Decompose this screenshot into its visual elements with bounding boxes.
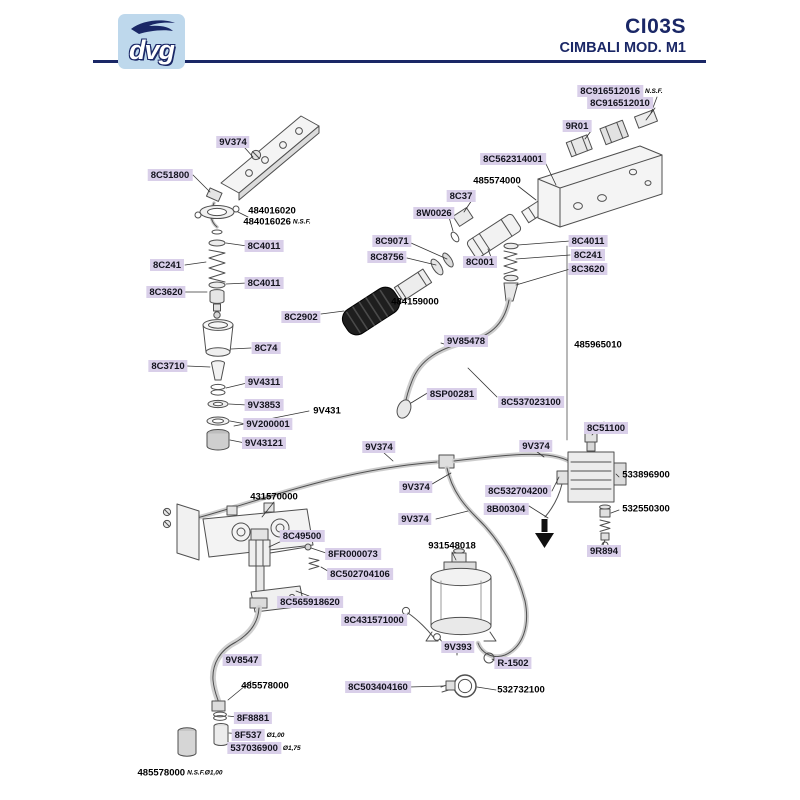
part-label: 8C916512010 <box>587 97 653 109</box>
part-label: 8F8881 <box>233 712 273 724</box>
part-label: 8C537023100 <box>498 396 564 408</box>
part-label: 9V374 <box>519 440 553 452</box>
model-subtitle: CIMBALI MOD. M1 <box>559 40 686 56</box>
art-top-bracket <box>205 115 320 229</box>
part-label: 9R894 <box>587 545 621 557</box>
part-label: 8C532704200 <box>485 485 551 497</box>
part-label: 485965010 <box>574 339 622 351</box>
part-label: 484159000 <box>391 296 439 308</box>
part-label: 9R01 <box>562 120 592 132</box>
part-label: 484016020 <box>248 205 296 217</box>
part-label: 485574000 <box>473 175 521 187</box>
art-group-steam-valve <box>341 181 572 441</box>
part-label: 8C49500 <box>279 530 325 542</box>
part-label: 9V85478 <box>443 335 489 347</box>
part-label: 8SP00281 <box>426 388 478 400</box>
art-group-pump <box>401 548 497 698</box>
part-label: 8B00304 <box>483 503 529 515</box>
art-group-right-bracket <box>537 109 663 228</box>
part-label: 8C9071 <box>372 235 412 247</box>
part-label: 485578000 <box>241 680 289 692</box>
part-label: 8C51800 <box>147 169 193 181</box>
part-label: 532732100 <box>497 684 545 696</box>
part-label: 9V4311 <box>244 376 284 388</box>
part-label: 8C4011 <box>244 240 284 252</box>
part-label: 9V200001 <box>243 418 293 430</box>
part-label: 8C74 <box>251 342 281 354</box>
model-code: CI03S <box>625 15 686 38</box>
art-group-hose <box>177 597 268 757</box>
part-label: 532550300 <box>622 503 670 515</box>
part-label: 9V3853 <box>244 399 284 411</box>
part-label: 533896900 <box>622 469 670 481</box>
part-label: 9V374 <box>399 481 433 493</box>
art-group-flowmeter <box>162 502 314 561</box>
part-label: 8C001 <box>463 256 497 268</box>
art-group-steam-pipe <box>396 297 512 419</box>
part-label: 8C3620 <box>146 286 186 298</box>
part-label: 9V431 <box>313 405 341 417</box>
art-group-tubes <box>181 452 585 659</box>
part-label: 9V374 <box>398 513 432 525</box>
part-label: 8C562314001 <box>480 153 546 165</box>
part-label: 8C565918620 <box>277 596 343 608</box>
part-label: 9V43121 <box>241 437 287 449</box>
part-label: 9V8547 <box>222 654 262 666</box>
part-label: 8C37 <box>446 190 476 202</box>
dvg-swoosh-icon <box>131 20 175 34</box>
part-label: 931548018 <box>428 540 476 552</box>
dvg-logo: dvg <box>118 14 185 69</box>
header-divider <box>93 60 706 63</box>
part-label: 8C8756 <box>367 251 407 263</box>
part-label: 431570000 <box>250 491 298 503</box>
part-label: 8C502704106 <box>327 568 393 580</box>
part-label: 8C4011 <box>568 235 608 247</box>
part-label: 8C3620 <box>568 263 608 275</box>
part-label: 8C241 <box>150 259 184 271</box>
part-label: 8C431571000 <box>341 614 407 626</box>
part-label: 8C503404160 <box>345 681 411 693</box>
part-label: 8C4011 <box>244 277 284 289</box>
part-label: 9V393 <box>441 641 475 653</box>
part-label: 9V374 <box>216 136 250 148</box>
art-group-column <box>194 205 240 451</box>
part-label: 8C3710 <box>148 360 188 372</box>
part-label: 8W0026 <box>413 207 455 219</box>
art-group-solenoid <box>535 427 627 549</box>
part-label: 8C2902 <box>281 311 321 323</box>
part-label: R-1502 <box>494 657 532 669</box>
part-label: 8C51100 <box>583 422 629 434</box>
part-label: 8FR000073 <box>325 548 381 560</box>
dvg-logo-text: dvg <box>128 35 175 65</box>
part-label: 8C241 <box>571 249 605 261</box>
part-label: 9V374 <box>362 441 396 453</box>
